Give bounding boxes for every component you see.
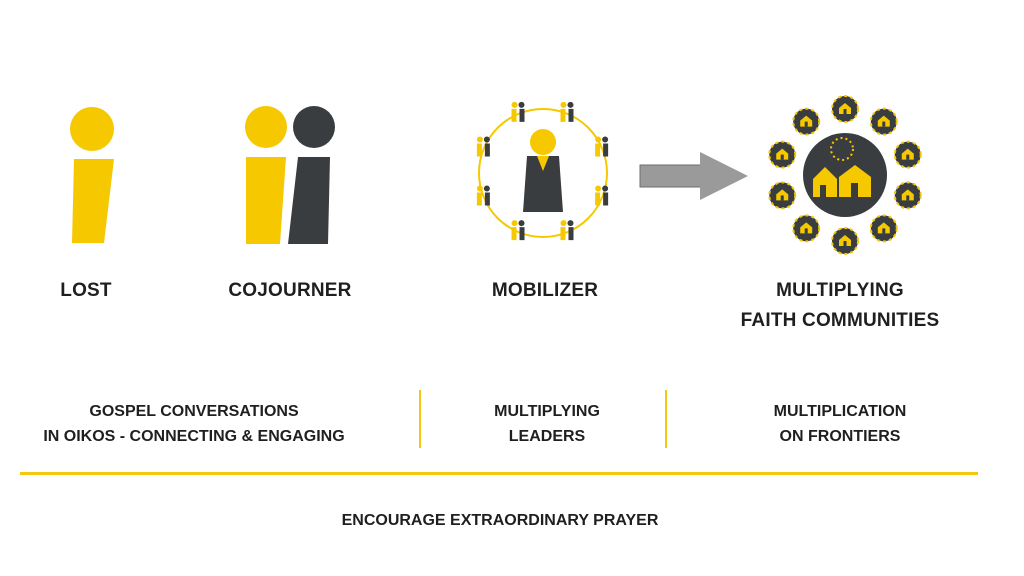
small-community-icon <box>792 107 821 136</box>
mobilizer-circle-icon <box>476 101 609 241</box>
stage-label-cojourner: COJOURNER <box>228 280 352 301</box>
small-community-icon <box>869 107 898 136</box>
small-community-icon <box>869 214 898 243</box>
small-community-icon <box>768 140 797 169</box>
disciple-pair-icon <box>560 220 574 241</box>
phase-gospel-conversations: GOSPEL CONVERSATIONS IN OIKOS - CONNECTI… <box>43 403 345 445</box>
disciple-pair-icon <box>595 185 609 206</box>
lost-person-icon <box>70 107 114 243</box>
small-community-icon <box>831 95 859 123</box>
footer-prayer-label: ENCOURAGE EXTRAORDINARY PRAYER <box>341 512 659 529</box>
disciple-pair-icon <box>511 101 525 122</box>
prayer-baseline <box>20 472 978 475</box>
stage-label-lost: LOST <box>60 280 112 301</box>
progress-arrow-icon <box>639 152 748 200</box>
faith-communities-cluster-icon <box>768 95 922 255</box>
phase-divider <box>665 390 667 448</box>
disciple-pair-icon <box>511 220 525 241</box>
disciple-pair-icon <box>595 136 609 157</box>
small-community-icon <box>893 140 922 169</box>
disciple-pair-icon <box>476 136 490 157</box>
stage-label-mobilizer: MOBILIZER <box>491 280 599 301</box>
small-community-icon <box>792 214 821 243</box>
phase-multiplying-leaders: MULTIPLYING LEADERS <box>494 403 600 445</box>
stage-label-multiplying: MULTIPLYING FAITH COMMUNITIES <box>740 280 940 331</box>
phase-multiplication-frontiers: MULTIPLICATION ON FRONTIERS <box>773 403 907 445</box>
cojourner-pair-icon <box>245 106 335 244</box>
disciple-pair-icon <box>476 185 490 206</box>
disciple-pair-icon <box>560 101 574 122</box>
small-community-icon <box>893 181 922 210</box>
small-community-icon <box>831 227 859 255</box>
phase-divider <box>419 390 421 448</box>
small-community-icon <box>768 181 797 210</box>
